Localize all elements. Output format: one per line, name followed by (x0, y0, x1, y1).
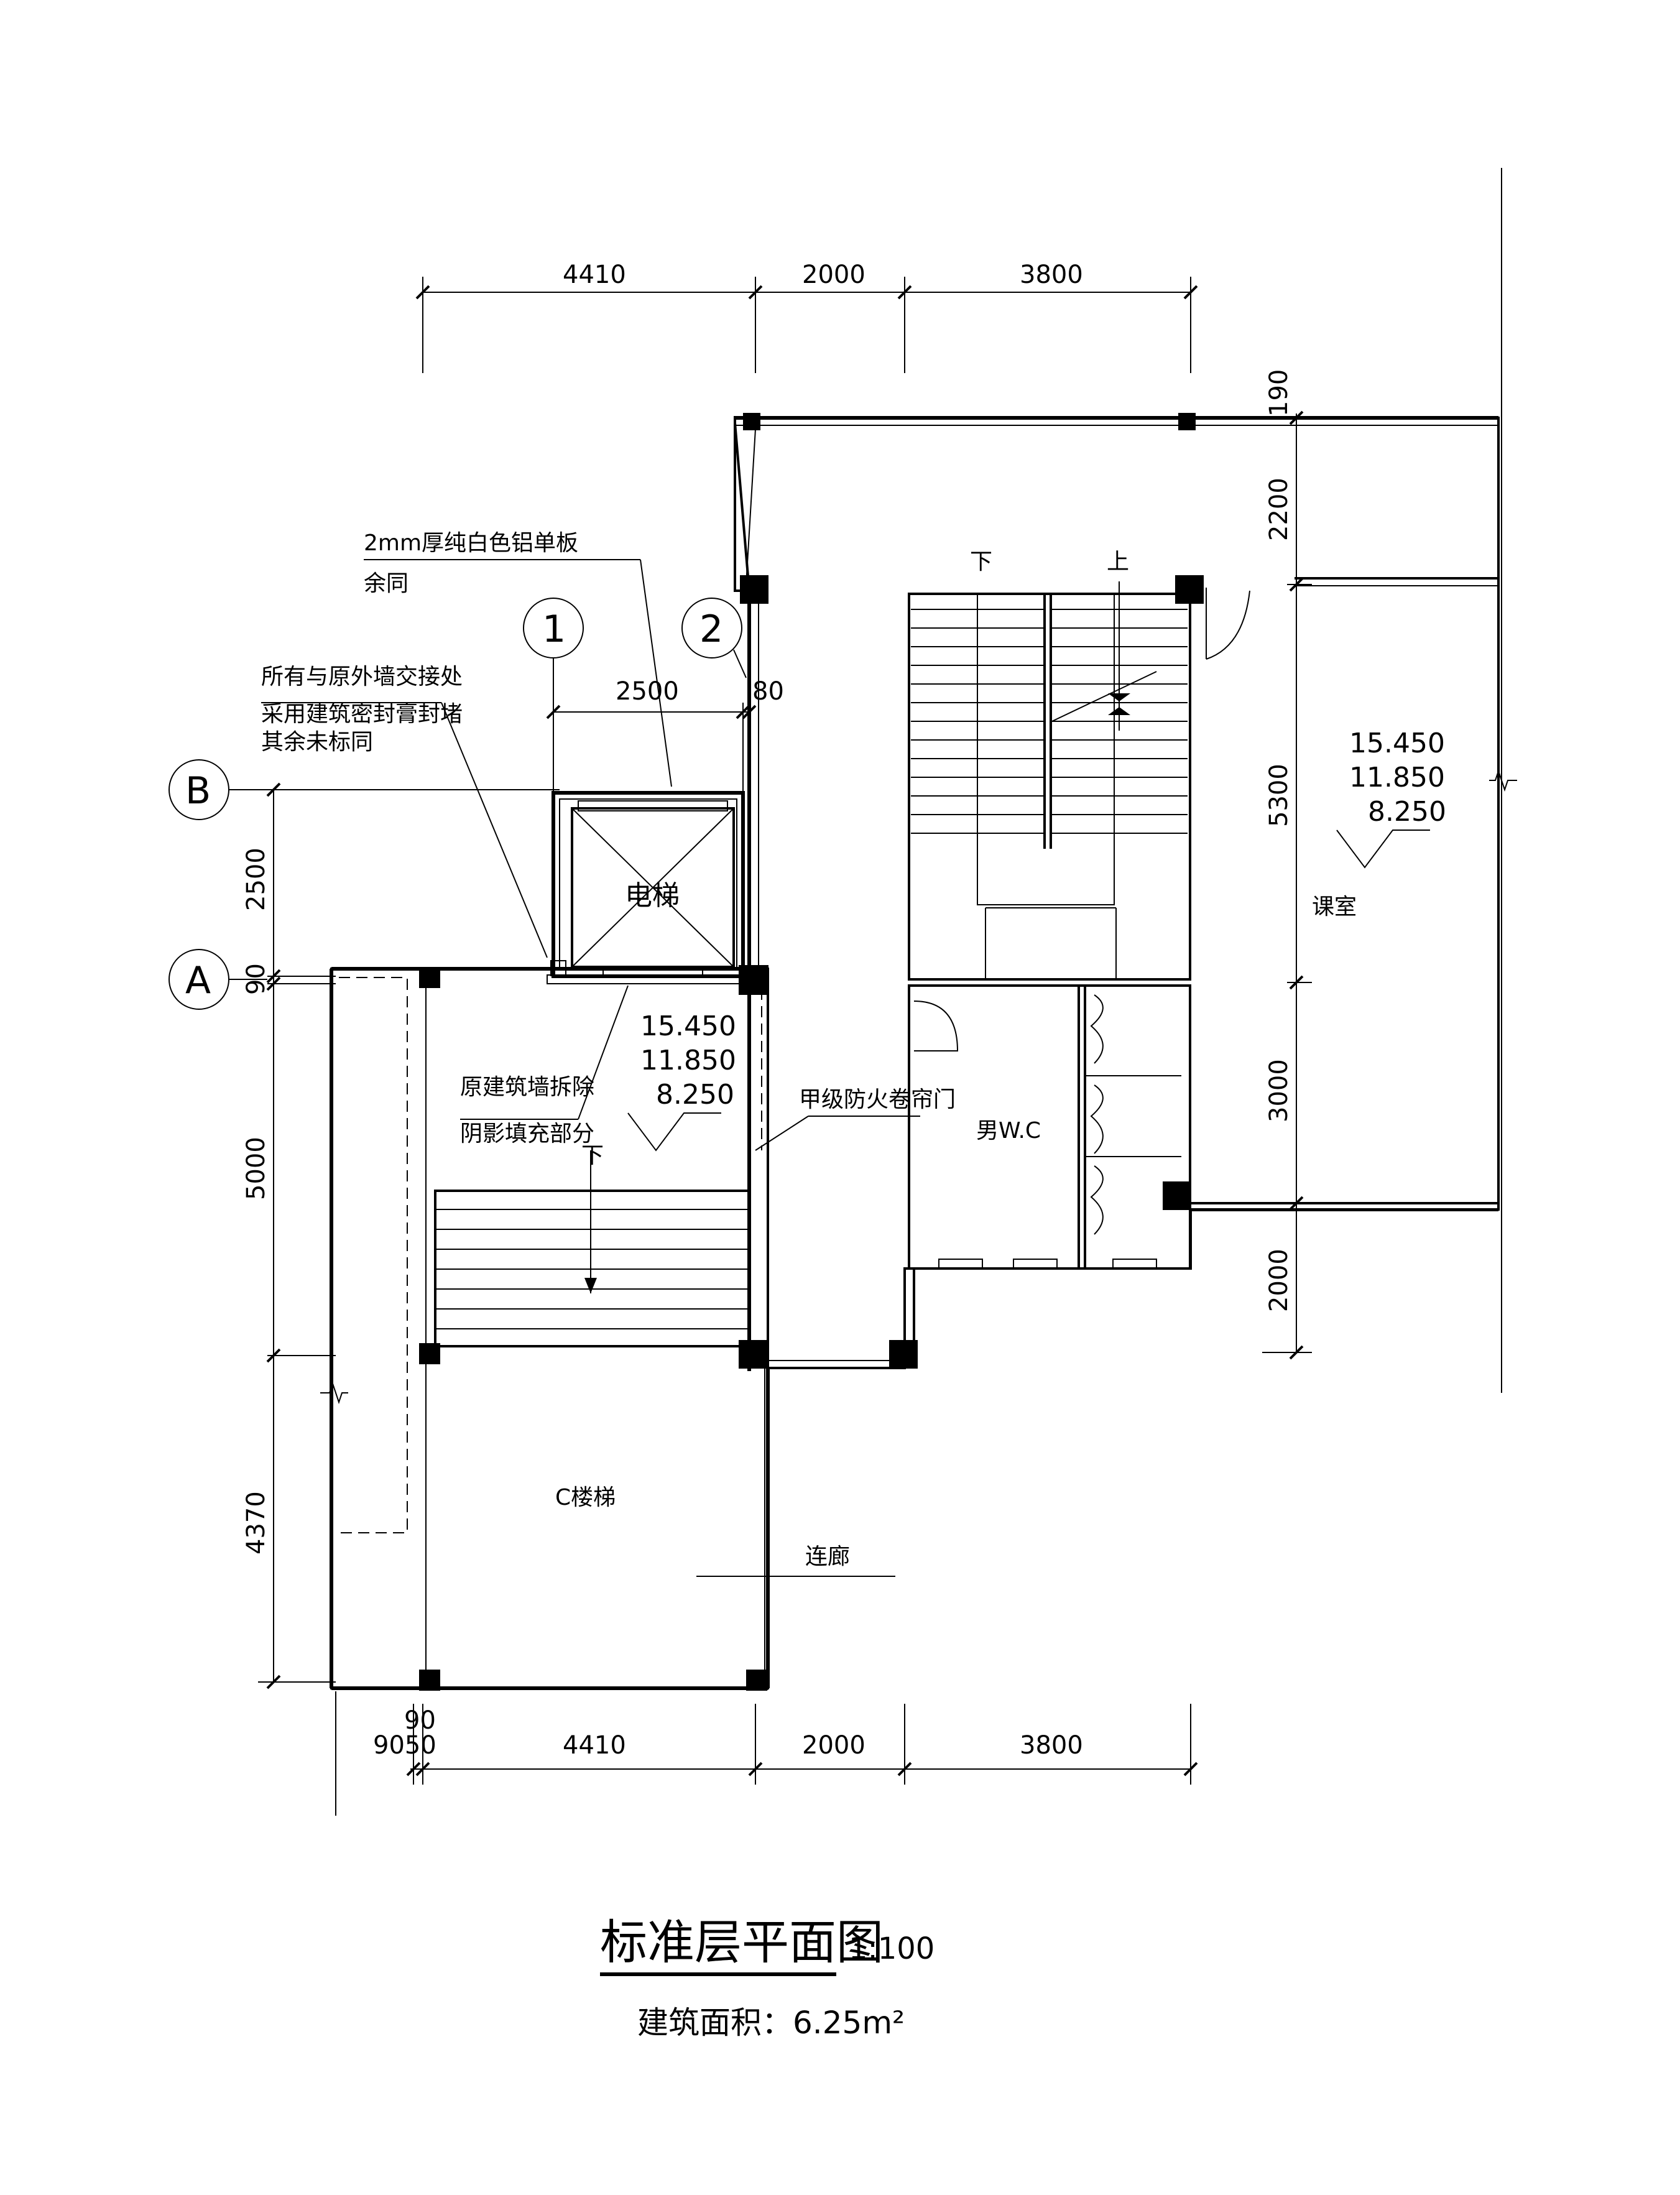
axis-b-label: B (185, 769, 211, 813)
classroom-label: 课室 (1312, 894, 1357, 920)
note-junction-2: 采用建筑密封膏封堵 (261, 701, 463, 727)
elev-left-3: 8.250 (656, 1079, 734, 1111)
note-demolish-2: 阴影填充部分 (460, 1121, 594, 1147)
note-aluminum-same: 余同 (364, 571, 408, 596)
axis-1-label: 1 (542, 608, 566, 651)
elev-left-2: 11.850 (640, 1045, 736, 1076)
elevation-right: 15.450 11.850 8.250 (1336, 728, 1446, 869)
main-staircase (908, 581, 1191, 981)
note-junction-1: 所有与原外墙交接处 (261, 664, 463, 690)
dim-elevator-width: 2500 (616, 677, 679, 706)
axis-markers (168, 598, 747, 1010)
dim-right-3: 5300 (1265, 764, 1293, 827)
note-fire-door: 甲级防火卷帘门 (799, 1087, 956, 1112)
dim-left-3: 5000 (242, 1137, 270, 1200)
classroom-door (1206, 588, 1250, 660)
stair-down-mark: 下 (970, 549, 992, 575)
note-demolish-1: 原建筑墙拆除 (460, 1074, 594, 1100)
hatched-building-areas (330, 417, 1500, 1689)
dim-bottom-small-1: 90 (404, 1706, 436, 1735)
dim-right-2: 2200 (1265, 478, 1293, 541)
leader-lines (261, 559, 920, 1151)
elev-right-2: 11.850 (1349, 762, 1445, 793)
elevator-label: 电梯 (625, 880, 680, 912)
dim-bottom-small-2: 9050 (373, 1731, 436, 1760)
elevation-left: 15.450 11.850 8.250 (627, 1010, 736, 1152)
left-dimension-texts: 2500 90 5000 4370 (242, 848, 270, 1555)
wall-outlines (330, 168, 1502, 1690)
elevator-shaft (547, 791, 747, 984)
dim-bottom-1: 4410 (563, 1731, 626, 1760)
dim-right-1: 190 (1265, 369, 1293, 417)
wc-room-label: 男W.C (976, 1118, 1041, 1144)
dim-elevator-gap: 80 (752, 677, 784, 706)
dim-bottom-3: 3800 (1020, 1731, 1083, 1760)
dim-top-2: 2000 (802, 261, 865, 289)
elev-right-1: 15.450 (1349, 728, 1445, 759)
axis-2-label: 2 (699, 608, 723, 651)
corridor-label: 连廊 (805, 1544, 850, 1569)
stair-c (434, 1150, 750, 1347)
dim-right-5: 2000 (1265, 1249, 1293, 1312)
stair-up-mark: 上 (1107, 549, 1129, 575)
dim-bottom-2: 2000 (802, 1731, 865, 1760)
building-area: 建筑面积：6.25m² (637, 2005, 905, 2041)
note-aluminum-panel: 2mm厚纯白色铝单板 (364, 530, 578, 556)
structural-columns (419, 413, 1204, 1691)
dim-left-1: 2500 (242, 848, 270, 911)
wc-room (908, 984, 1191, 1270)
stair-c-down-mark: 下 (581, 1143, 604, 1168)
dim-top-3: 3800 (1020, 261, 1083, 289)
right-dimension-texts: 190 2200 5300 3000 2000 (1265, 369, 1293, 1312)
dim-top-1: 4410 (563, 261, 626, 289)
dimension-lines (258, 277, 1517, 1816)
stair-treads (911, 609, 1188, 834)
drawing-title: 标准层平面图 (600, 1915, 884, 1970)
elev-right-3: 8.250 (1368, 796, 1446, 828)
drawing-scale: 1:100 (849, 1931, 935, 1966)
axis-a-label: A (185, 959, 211, 1002)
elev-left-1: 15.450 (640, 1010, 736, 1042)
stair-c-label: C楼梯 (555, 1485, 616, 1510)
note-junction-3: 其余未标同 (261, 729, 373, 755)
dim-right-4: 3000 (1265, 1059, 1293, 1122)
dim-left-4: 4370 (242, 1491, 270, 1555)
